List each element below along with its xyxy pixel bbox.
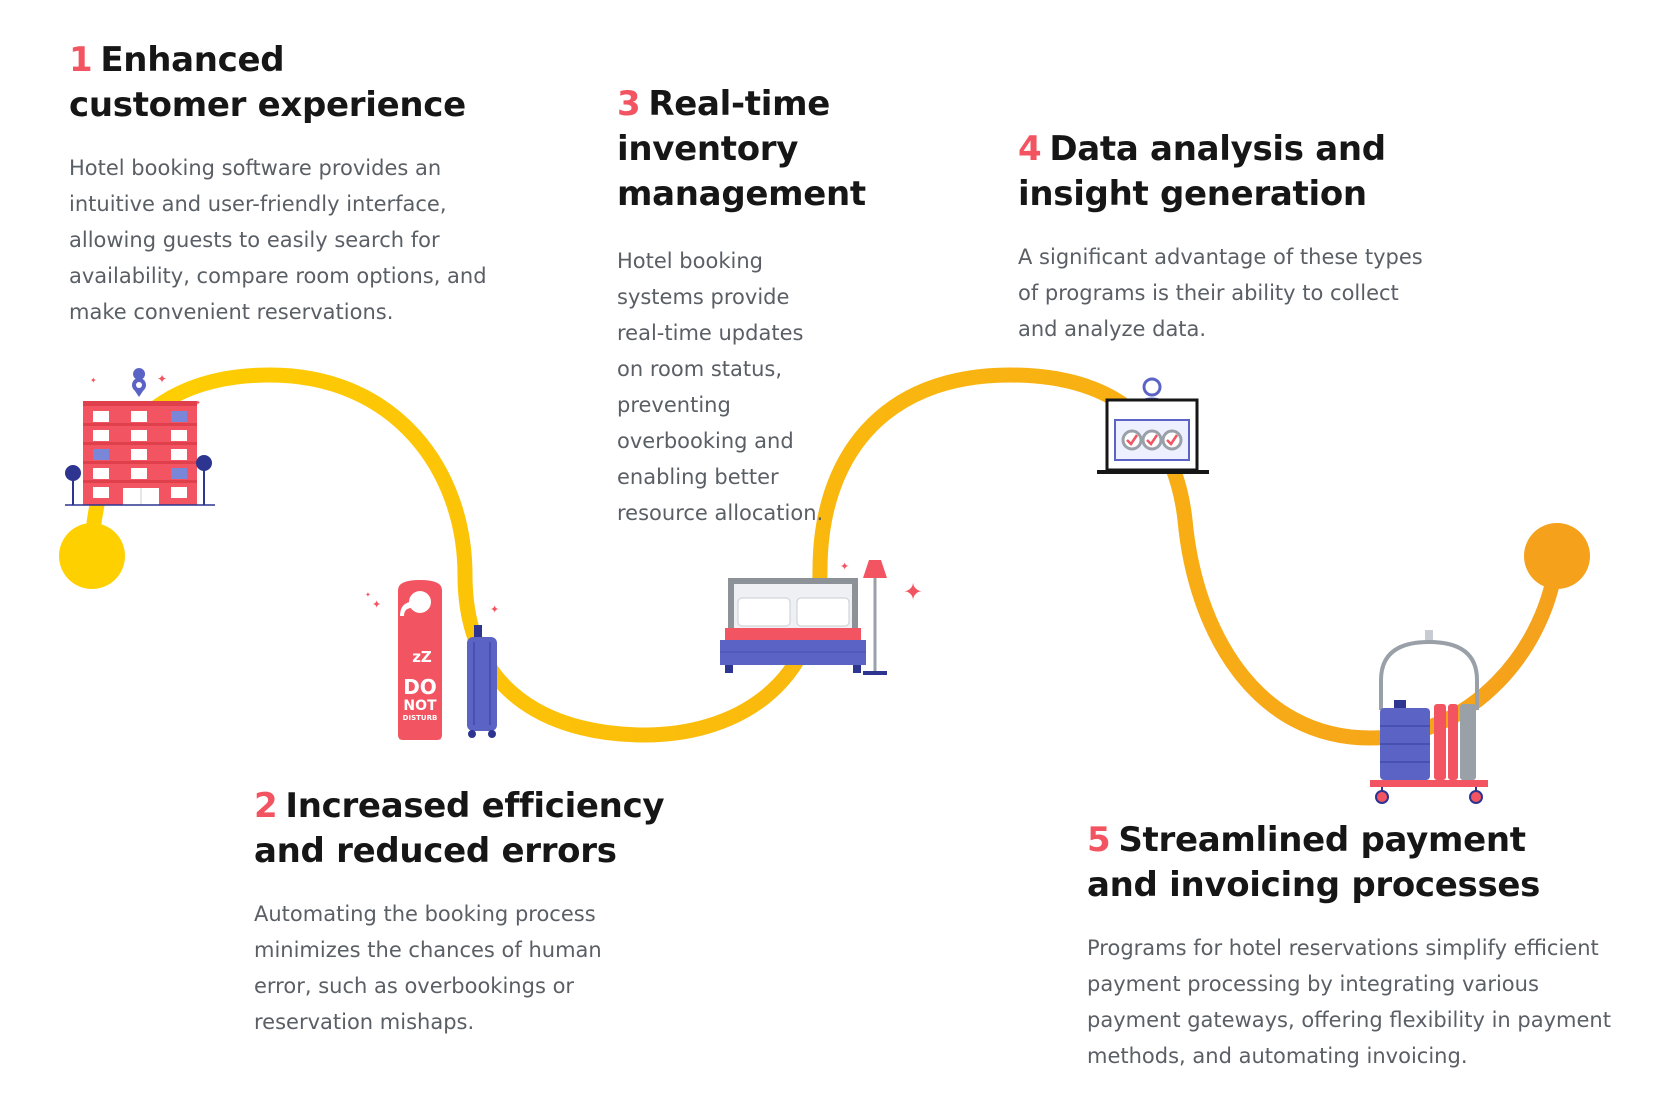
step-3-title-line2: inventory <box>617 129 799 169</box>
svg-text:✦: ✦ <box>903 578 923 606</box>
step-1-title-line2: customer experience <box>69 85 466 125</box>
dnd-line3-text: DISTURB <box>403 714 438 722</box>
step-2-title-line1: Increased efficiency <box>285 786 665 826</box>
step-3-description: Hotel booking systems provide real-time … <box>617 249 824 525</box>
path-end-dot <box>1524 523 1590 589</box>
path-start-dot <box>59 523 125 589</box>
step-5-title-line2: and invoicing processes <box>1087 865 1541 905</box>
svg-text:✦: ✦ <box>365 591 371 599</box>
step-2-number: 2 <box>254 786 278 826</box>
dnd-line2-text: NOT <box>403 698 437 714</box>
svg-text:✦: ✦ <box>840 560 849 573</box>
svg-text:✦: ✦ <box>490 603 499 616</box>
do-not-disturb-sign-icon: ✦ ✦ ✦ zZ DO NOT DISTURB <box>365 580 499 740</box>
svg-text:✦: ✦ <box>157 372 167 386</box>
step-4-title-line1: Data analysis and <box>1049 129 1386 169</box>
step-3-number: 3 <box>617 84 641 124</box>
step-1-title-line1: Enhanced <box>100 40 285 80</box>
step-3-title-line3: management <box>617 174 866 214</box>
svg-text:✦: ✦ <box>90 376 97 385</box>
svg-text:✦: ✦ <box>372 598 381 611</box>
step-1-number: 1 <box>69 40 93 80</box>
hotel-building-icon: ✦ ✦ ✦ <box>65 368 215 506</box>
step-5-description: Programs for hotel reservations simplify… <box>1087 936 1611 1068</box>
winding-path <box>84 367 1565 746</box>
step-4-description: A significant advantage of these types o… <box>1018 245 1423 341</box>
analytics-user-icon <box>1097 377 1209 474</box>
step-3-title-line1: Real-time <box>648 84 831 124</box>
dnd-line1-text: DO <box>403 675 437 699</box>
step-5-number: 5 <box>1087 820 1111 860</box>
step-1-description: Hotel booking software provides an intui… <box>69 156 487 324</box>
dnd-zzz-text: zZ <box>412 648 432 666</box>
svg-text:✦: ✦ <box>195 399 201 407</box>
step-4-number: 4 <box>1018 129 1042 169</box>
step-2-title-line2: and reduced errors <box>254 831 617 871</box>
step-4-title-line2: insight generation <box>1018 174 1367 214</box>
luggage-cart-icon <box>1370 630 1488 804</box>
step-2-description: Automating the booking process minimizes… <box>254 902 602 1034</box>
step-5-title-line1: Streamlined payment <box>1118 820 1526 860</box>
bed-icon: ✦ ✦ <box>720 560 923 675</box>
